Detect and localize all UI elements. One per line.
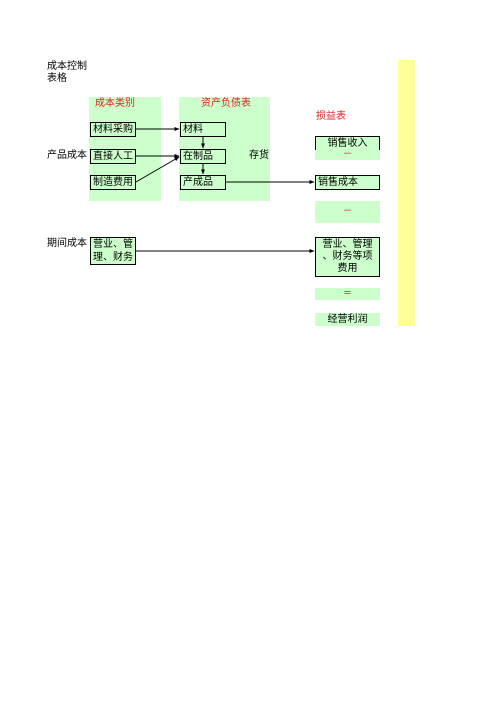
period-expenses-income-box: 营业、管理 、财务等项 费用 xyxy=(315,237,380,277)
product-cost-label: 产品成本 xyxy=(47,150,87,161)
operating-profit-box: 经营利润 xyxy=(315,313,380,326)
period-expenses-line-1: 营业、管 xyxy=(93,239,133,250)
material-purchase-box: 材料采购 xyxy=(90,122,136,137)
period-expenses-income-line-2: 、财务等项 xyxy=(322,251,373,262)
arrow-overhead-to-wip xyxy=(135,156,180,183)
materials-box: 材料 xyxy=(180,122,226,137)
period-expenses-income-line-1: 营业、管理 xyxy=(322,239,373,250)
inventory-label: 存货 xyxy=(249,150,269,161)
title-line-1: 成本控制 xyxy=(47,61,87,72)
period-cost-label: 期间成本 xyxy=(47,238,87,249)
period-expenses-line-2: 理、财务 xyxy=(93,252,133,263)
minus-sign-1: － xyxy=(315,150,380,160)
period-expenses-box: 营业、管 理、财务 xyxy=(90,237,136,265)
direct-labor-box: 直接人工 xyxy=(90,149,136,164)
work-in-process-box: 在制品 xyxy=(180,149,226,164)
side-yellow-panel xyxy=(398,60,415,326)
minus-sign-2: － xyxy=(315,201,380,223)
cost-of-sales-box: 销售成本 xyxy=(315,175,380,190)
cost-category-header: 成本类别 xyxy=(95,98,135,109)
equals-sign: = xyxy=(315,288,380,300)
balance-sheet-header: 资产负债表 xyxy=(201,98,251,109)
finished-goods-box: 产成品 xyxy=(180,175,226,190)
income-statement-header: 损益表 xyxy=(316,111,346,122)
title-line-2: 表格 xyxy=(47,73,67,84)
manufacturing-overhead-box: 制造费用 xyxy=(90,175,136,190)
period-expenses-income-line-3: 费用 xyxy=(337,263,358,274)
